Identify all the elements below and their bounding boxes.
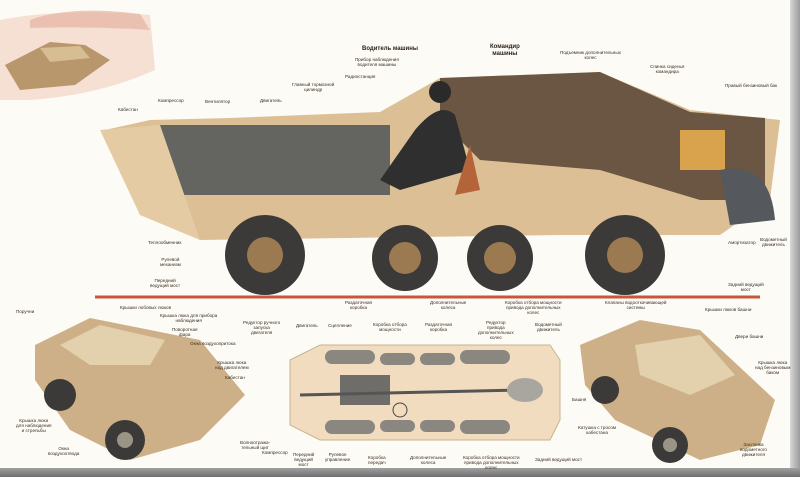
plan-view-chassis xyxy=(289,344,561,441)
label-plan-front-axle: Передний ведущий мост xyxy=(293,452,315,467)
label-air-intake: Окна воздухопритока xyxy=(190,341,236,346)
label-heat-exchanger: Теплообменник xyxy=(148,240,182,245)
label-brake-cylinder: Главный тормозной цилиндр xyxy=(292,82,335,92)
label-hand-start: Редуктор ручного запуска двигателя xyxy=(243,320,281,335)
label-gearbox: Коробка передач xyxy=(368,455,386,465)
label-plan-compressor: Компрессор xyxy=(262,450,288,455)
label-turret-doors: Двери башни xyxy=(735,334,764,339)
label-capstan-front: Кабестан xyxy=(225,375,245,380)
label-plan-engine: Двигатель xyxy=(296,323,318,328)
label-clutch: Сцепление xyxy=(328,323,352,328)
front-view-vehicle xyxy=(35,318,245,460)
label-pto-aux: Коробка отбора мощности привода дополнит… xyxy=(505,300,562,315)
label-plan-rear-axle: Задний ведущий мост xyxy=(535,457,583,462)
frame-edge-bottom xyxy=(0,468,800,477)
label-transfer-case: Раздаточная коробка xyxy=(345,300,373,310)
frame-edge-right xyxy=(790,0,800,477)
label-compressor: Компрессор xyxy=(158,98,184,103)
label-aux-wheels: Дополнительные колеса xyxy=(430,300,467,310)
label-plan-water-jet: Водометный движитель xyxy=(535,322,562,332)
label-shock: Амортизатор xyxy=(728,240,756,245)
label-capstan: Кабестан xyxy=(118,107,138,112)
label-front-axle: Передний ведущий мост xyxy=(150,278,181,288)
label-rear-axle: Задний ведущий мост xyxy=(728,282,764,292)
label-plan-transfer-case: Раздаточная коробка xyxy=(425,322,453,332)
label-valves: Клапаны водооткачивающей системы xyxy=(605,300,667,310)
label-front-hatches: Крышки лобовых люков xyxy=(120,305,172,310)
label-wave-shield: Волноотража- тельный щит xyxy=(240,440,271,450)
cutaway-vehicle xyxy=(100,72,780,295)
label-radio: Радиостанция xyxy=(345,74,376,79)
label-aux-reducer: Редуктор привода дополнительных колес xyxy=(478,320,514,340)
label-handrails: Поручни xyxy=(16,309,35,314)
label-plan-pto-aux: Коробка отбора мощности привода дополнит… xyxy=(463,455,520,470)
label-plan-aux-wheels: Дополнительные колеса xyxy=(410,455,447,465)
label-cable-reel: Катушка с тросом кабестана xyxy=(578,425,617,435)
label-air-outlet: Окна воздухоотвода xyxy=(48,446,80,456)
rear-view-vehicle xyxy=(580,320,775,463)
label-water-jet: Водометный движитель xyxy=(760,237,787,247)
label-commander: Командир машины xyxy=(490,44,520,57)
label-jet-flap: Заслонка водометного движителя xyxy=(740,442,767,457)
label-plan-steering: Рулевое управление xyxy=(325,452,351,462)
label-driver: Водитель машины xyxy=(362,46,418,52)
label-searchlight: Поворотная фара xyxy=(172,327,198,337)
label-pto: Коробка отбора мощности xyxy=(373,322,407,332)
label-turret: Башня xyxy=(572,397,587,402)
label-driver-sight: Прибор наблюдения водителя машины xyxy=(355,57,399,67)
label-turret-hatches: Крышки люков башни xyxy=(705,307,752,312)
label-steering-gear: Рулевой механизм xyxy=(160,257,181,267)
label-engine-hatch: Крышка люка над двигателем xyxy=(215,360,249,370)
label-fuel-hatch: Крышка люка над бензиновым баком xyxy=(755,360,791,375)
label-sight-hatch: Крышка люка для прибора наблюдения xyxy=(160,313,218,323)
label-firing-hatch: Крышка люка для наблюдения и стрельбы xyxy=(16,418,52,433)
label-fuel-tank: Правый бензиновый бак xyxy=(725,83,778,88)
label-engine: Двигатель xyxy=(260,98,282,103)
label-seat-back: Спинка сиденья командира xyxy=(650,64,685,74)
amphibious-inset xyxy=(0,10,155,101)
label-wheel-lift: Подъемник дополнительных колес xyxy=(560,50,621,60)
label-fan: Вентилятор xyxy=(205,99,231,104)
